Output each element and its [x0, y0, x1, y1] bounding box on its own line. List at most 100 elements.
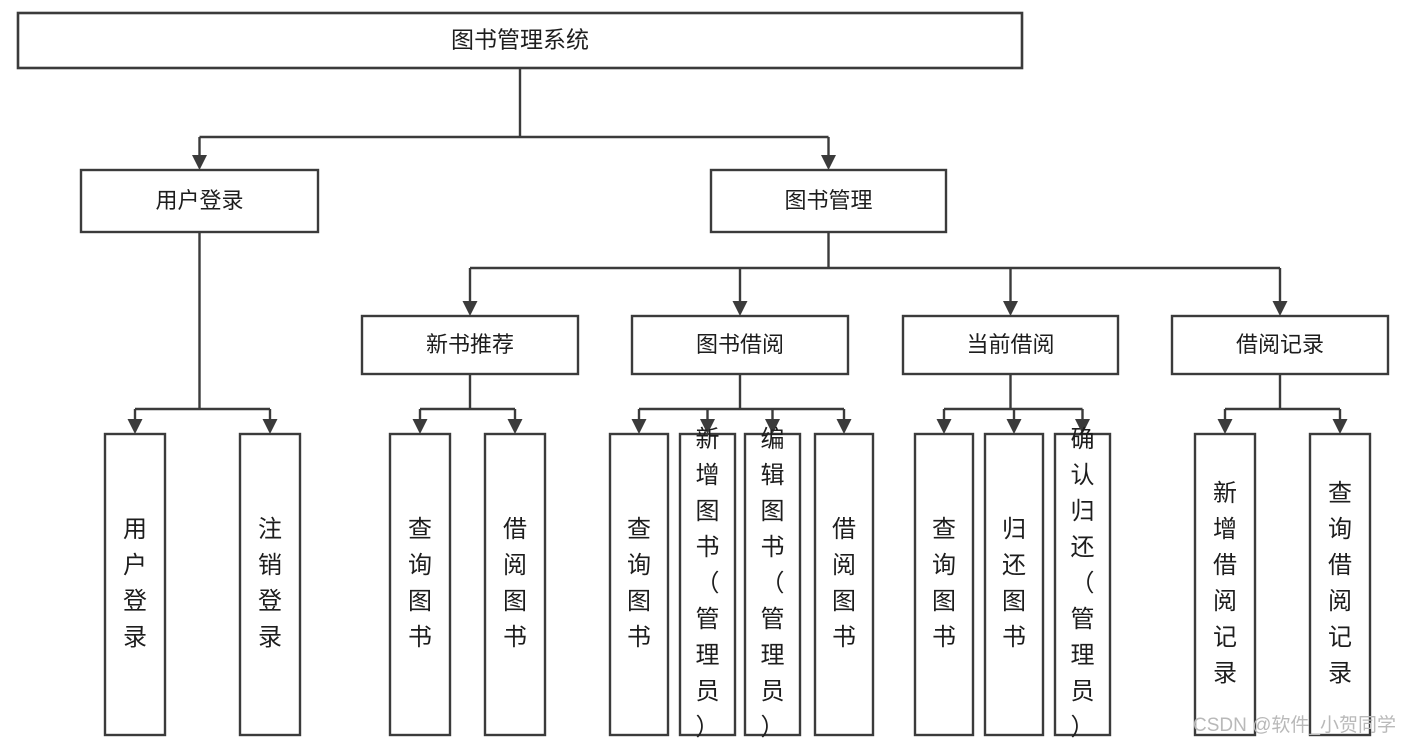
leaf-box-leaf-borrow-book-2	[813, 432, 875, 737]
svg-text:图: 图	[1002, 588, 1026, 615]
node-borrow-records[interactable]: 借阅记录	[1170, 314, 1390, 376]
node-box-borrow-records	[1170, 314, 1390, 376]
svg-text:）: ）	[1071, 714, 1095, 741]
svg-text:阅: 阅	[1213, 588, 1237, 615]
leaf-box-leaf-user-logout	[238, 432, 302, 737]
svg-text:登: 登	[258, 588, 282, 615]
node-new-book-recommend[interactable]: 新书推荐	[360, 314, 580, 376]
svg-text:增: 增	[1213, 516, 1237, 543]
arrow-head-icon	[1217, 419, 1233, 434]
arrow-head-icon	[821, 155, 836, 170]
svg-text:录: 录	[1328, 660, 1352, 687]
svg-text:阅: 阅	[832, 552, 856, 579]
svg-text:录: 录	[258, 624, 282, 651]
leaf-box-leaf-return-book	[983, 432, 1045, 737]
svg-text:图: 图	[408, 588, 432, 615]
svg-text:员: 员	[761, 678, 785, 705]
svg-text:确: 确	[1071, 426, 1095, 453]
arrow-head-icon	[836, 419, 852, 434]
arrow-head-icon	[1332, 419, 1348, 434]
svg-text:还: 还	[1002, 552, 1026, 579]
svg-text:（: （	[761, 570, 785, 597]
arrow-head-icon	[507, 419, 523, 434]
node-layer: 图书管理系统用户登录用户登录注销登录图书管理新书推荐查询图书借阅图书图书借阅查询…	[16, 11, 1390, 741]
svg-text:理: 理	[696, 642, 720, 669]
node-root[interactable]: 图书管理系统	[16, 11, 1024, 70]
arrow-head-icon	[1006, 419, 1022, 434]
arrow-head-icon	[1075, 419, 1090, 434]
svg-text:新: 新	[696, 426, 720, 453]
svg-text:图: 图	[696, 498, 720, 525]
svg-text:认: 认	[1071, 462, 1095, 489]
svg-text:用: 用	[123, 516, 147, 543]
svg-text:管: 管	[761, 606, 785, 633]
node-label-new-book-recommend: 新书推荐	[426, 332, 514, 357]
svg-text:户: 户	[123, 552, 147, 579]
arrow-head-icon	[765, 419, 780, 434]
svg-text:录: 录	[123, 624, 147, 651]
node-box-root	[16, 11, 1024, 70]
svg-text:注: 注	[258, 516, 282, 543]
svg-text:还: 还	[1071, 534, 1095, 561]
svg-text:询: 询	[1328, 516, 1352, 543]
svg-text:（: （	[696, 570, 720, 597]
node-label-root: 图书管理系统	[451, 27, 589, 53]
node-label-book-management: 图书管理	[784, 188, 872, 213]
svg-text:归: 归	[1071, 498, 1095, 525]
leaf-node-leaf-user-login[interactable]: 用户登录	[103, 432, 167, 737]
svg-text:查: 查	[627, 516, 651, 543]
svg-text:书: 书	[832, 624, 856, 651]
leaf-box-leaf-add-record	[1193, 432, 1257, 737]
node-user-login[interactable]: 用户登录	[79, 168, 320, 234]
node-book-management[interactable]: 图书管理	[709, 168, 948, 234]
svg-text:查: 查	[408, 516, 432, 543]
node-box-user-login	[79, 168, 320, 234]
arrow-head-icon	[462, 301, 478, 316]
svg-text:书: 书	[408, 624, 432, 651]
svg-text:书: 书	[932, 624, 956, 651]
arrow-head-icon	[262, 419, 278, 434]
svg-text:查: 查	[1328, 480, 1352, 507]
svg-text:书: 书	[761, 534, 785, 561]
svg-text:员: 员	[696, 678, 720, 705]
node-box-current-borrow	[901, 314, 1120, 376]
svg-text:新: 新	[1213, 480, 1237, 507]
svg-text:记: 记	[1213, 624, 1237, 651]
svg-text:阅: 阅	[503, 552, 527, 579]
svg-text:查: 查	[932, 516, 956, 543]
leaf-box-leaf-query-book-2	[608, 432, 670, 737]
node-label-user-login: 用户登录	[155, 188, 243, 213]
node-book-borrow[interactable]: 图书借阅	[630, 314, 850, 376]
svg-text:录: 录	[1213, 660, 1237, 687]
svg-text:辑: 辑	[761, 462, 785, 489]
node-box-book-management	[709, 168, 948, 234]
node-box-new-book-recommend	[360, 314, 580, 376]
node-current-borrow[interactable]: 当前借阅	[901, 314, 1120, 376]
node-label-current-borrow: 当前借阅	[966, 332, 1054, 357]
svg-text:图: 图	[832, 588, 856, 615]
watermark-text: CSDN @软件_小贺同学	[1193, 714, 1396, 736]
leaf-box-leaf-confirm-return	[1053, 432, 1112, 737]
svg-text:管: 管	[696, 606, 720, 633]
connector-layer	[127, 68, 1348, 434]
